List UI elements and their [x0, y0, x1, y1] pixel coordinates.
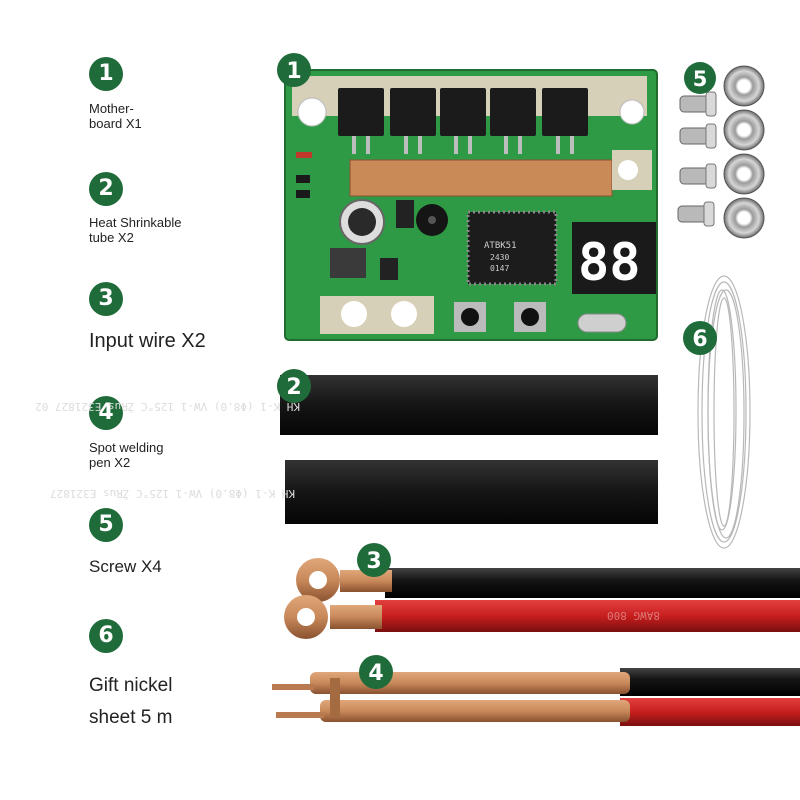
- photo-badge-4: 4: [359, 655, 393, 689]
- heat-shrink-tube-2: KH K-1 (Φ8.0) VW-1 125°C ŽRus E321827: [50, 460, 658, 524]
- svg-text:3: 3: [366, 549, 381, 574]
- svg-text:2: 2: [286, 375, 301, 400]
- item-2-badge: 2: [89, 172, 123, 206]
- photo-badge-5: 5: [684, 62, 716, 94]
- item-6-label: Gift nickel sheet 5 m: [89, 675, 173, 728]
- chip-text-2: 2430: [490, 253, 509, 262]
- nickel-sheet-coil: [697, 275, 751, 549]
- item-5-badge: 5: [89, 508, 123, 542]
- svg-text:KH K-1 (Φ8.0) VW-1 125°C ŽRus: KH K-1 (Φ8.0) VW-1 125°C ŽRus E321827: [50, 487, 295, 500]
- nuts: [723, 65, 765, 239]
- svg-text:1: 1: [286, 59, 301, 84]
- item-1-label: Mother- board X1: [89, 101, 142, 131]
- heat-shrink-tube-1: KH K-1 (Φ8.0) VW-1 125°C ŽRus E321827 02: [35, 375, 658, 435]
- input-wires: 8AWG 800: [284, 558, 800, 639]
- item-4-badge: 4: [89, 396, 123, 430]
- photo-badge-2: 2: [277, 369, 311, 403]
- chip-text-3: 0147: [490, 264, 509, 273]
- photo-badge-6: 6: [683, 321, 717, 355]
- item-3-badge: 3: [89, 282, 123, 316]
- svg-text:8AWG 800: 8AWG 800: [607, 609, 660, 622]
- item-6-badge: 6: [89, 619, 123, 653]
- svg-text:6: 6: [692, 327, 707, 352]
- photo-badge-3: 3: [357, 543, 391, 577]
- motherboard: ATBK51 2430 0147 88: [284, 69, 658, 341]
- item-4-label: Spot welding pen X2: [89, 440, 164, 470]
- spot-welding-pens: [272, 668, 800, 726]
- svg-text:KH K-1 (Φ8.0) VW-1 125°C ŽRus: KH K-1 (Φ8.0) VW-1 125°C ŽRus E321827 02: [35, 400, 300, 413]
- item-5-label: Screw X4: [89, 557, 162, 576]
- photo-badge-1: 1: [277, 53, 311, 87]
- chip-text-1: ATBK51: [484, 241, 517, 251]
- item-1-badge: 1: [89, 57, 123, 91]
- svg-text:5: 5: [693, 67, 708, 91]
- display-digits: 88: [578, 233, 641, 293]
- item-2-label: Heat Shrinkable tube X2: [89, 215, 182, 245]
- svg-text:4: 4: [368, 661, 383, 686]
- screws: [677, 91, 717, 227]
- item-3-label: Input wire X2: [89, 330, 206, 352]
